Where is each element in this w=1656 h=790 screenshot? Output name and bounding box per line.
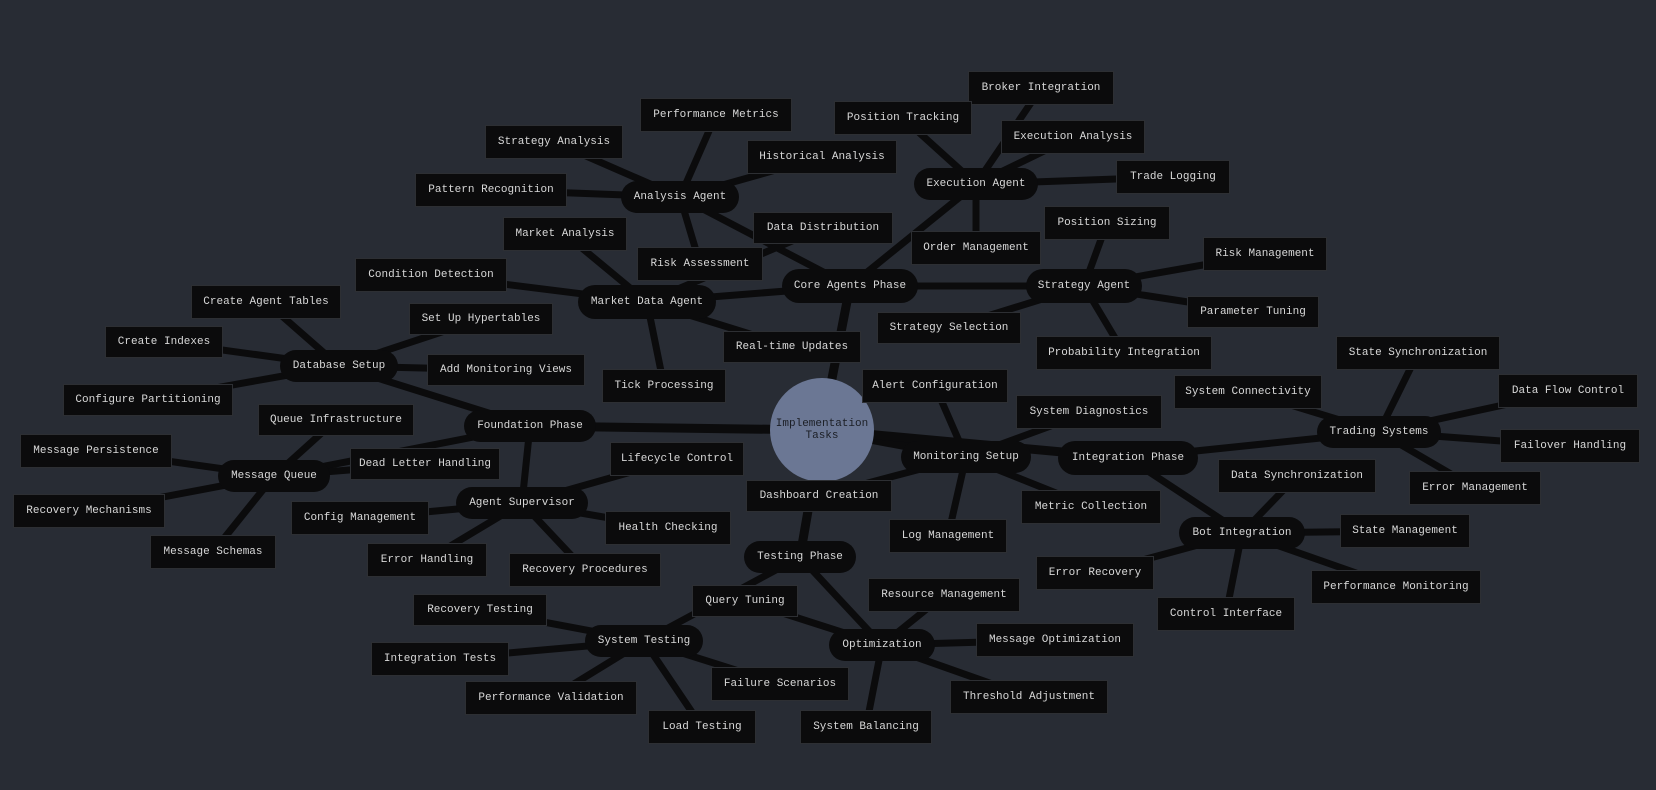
node-resource-management[interactable]: Resource Management xyxy=(868,578,1020,612)
node-real-time-updates[interactable]: Real-time Updates xyxy=(723,331,861,363)
node-integration-tests[interactable]: Integration Tests xyxy=(371,642,509,676)
node-message-queue[interactable]: Message Queue xyxy=(218,460,330,492)
node-market-analysis[interactable]: Market Analysis xyxy=(503,217,627,251)
node-strategy-agent[interactable]: Strategy Agent xyxy=(1026,269,1142,303)
node-market-data-agent[interactable]: Market Data Agent xyxy=(578,285,716,319)
node-recovery-procedures[interactable]: Recovery Procedures xyxy=(509,553,661,587)
node-condition-detection[interactable]: Condition Detection xyxy=(355,258,507,292)
node-risk-assessment[interactable]: Risk Assessment xyxy=(637,247,763,281)
node-data-synchronization[interactable]: Data Synchronization xyxy=(1218,459,1376,493)
node-monitoring-setup[interactable]: Monitoring Setup xyxy=(901,441,1031,473)
node-message-optimization[interactable]: Message Optimization xyxy=(976,623,1134,657)
node-core-agents-phase[interactable]: Core Agents Phase xyxy=(782,269,918,303)
node-trade-logging[interactable]: Trade Logging xyxy=(1116,160,1230,194)
node-order-management[interactable]: Order Management xyxy=(911,231,1041,265)
node-create-indexes[interactable]: Create Indexes xyxy=(105,326,223,358)
node-position-tracking[interactable]: Position Tracking xyxy=(834,101,972,135)
node-system-testing[interactable]: System Testing xyxy=(585,625,703,657)
node-integration-phase[interactable]: Integration Phase xyxy=(1058,441,1198,475)
node-alert-configuration[interactable]: Alert Configuration xyxy=(862,369,1008,403)
node-health-checking[interactable]: Health Checking xyxy=(605,511,731,545)
node-strategy-analysis[interactable]: Strategy Analysis xyxy=(485,125,623,159)
node-configure-partitioning[interactable]: Configure Partitioning xyxy=(63,384,233,416)
node-optimization[interactable]: Optimization xyxy=(829,629,935,661)
node-recovery-testing[interactable]: Recovery Testing xyxy=(413,594,547,626)
node-system-diagnostics[interactable]: System Diagnostics xyxy=(1016,395,1162,429)
node-error-handling[interactable]: Error Handling xyxy=(367,543,487,577)
node-execution-agent[interactable]: Execution Agent xyxy=(914,168,1038,200)
node-control-interface[interactable]: Control Interface xyxy=(1157,597,1295,631)
node-queue-infrastructure[interactable]: Queue Infrastructure xyxy=(258,404,414,436)
node-trading-systems[interactable]: Trading Systems xyxy=(1317,416,1441,448)
node-database-setup[interactable]: Database Setup xyxy=(280,350,398,382)
node-add-monitoring-views[interactable]: Add Monitoring Views xyxy=(427,354,585,386)
node-message-schemas[interactable]: Message Schemas xyxy=(150,535,276,569)
node-historical-analysis[interactable]: Historical Analysis xyxy=(747,140,897,174)
node-failure-scenarios[interactable]: Failure Scenarios xyxy=(711,667,849,701)
node-analysis-agent[interactable]: Analysis Agent xyxy=(621,181,739,213)
node-performance-validation[interactable]: Performance Validation xyxy=(465,681,637,715)
node-performance-metrics[interactable]: Performance Metrics xyxy=(640,98,792,132)
node-agent-supervisor[interactable]: Agent Supervisor xyxy=(456,487,588,519)
node-failover-handling[interactable]: Failover Handling xyxy=(1500,429,1640,463)
node-lifecycle-control[interactable]: Lifecycle Control xyxy=(610,442,744,476)
node-state-management[interactable]: State Management xyxy=(1340,514,1470,548)
node-create-agent-tables[interactable]: Create Agent Tables xyxy=(191,285,341,319)
root-node[interactable]: Implementation Tasks xyxy=(770,378,874,482)
node-execution-analysis[interactable]: Execution Analysis xyxy=(1001,120,1145,154)
node-risk-management[interactable]: Risk Management xyxy=(1203,237,1327,271)
node-system-connectivity[interactable]: System Connectivity xyxy=(1174,375,1322,409)
node-message-persistence[interactable]: Message Persistence xyxy=(20,434,172,468)
node-data-flow-control[interactable]: Data Flow Control xyxy=(1498,374,1638,408)
node-recovery-mechanisms[interactable]: Recovery Mechanisms xyxy=(13,494,165,528)
node-parameter-tuning[interactable]: Parameter Tuning xyxy=(1187,296,1319,328)
node-log-management[interactable]: Log Management xyxy=(889,519,1007,553)
node-metric-collection[interactable]: Metric Collection xyxy=(1021,490,1161,524)
node-threshold-adjustment[interactable]: Threshold Adjustment xyxy=(950,680,1108,714)
node-config-management[interactable]: Config Management xyxy=(291,501,429,535)
node-dashboard-creation[interactable]: Dashboard Creation xyxy=(746,480,892,512)
node-state-synchronization[interactable]: State Synchronization xyxy=(1336,336,1500,370)
node-tick-processing[interactable]: Tick Processing xyxy=(602,369,726,403)
node-performance-monitoring[interactable]: Performance Monitoring xyxy=(1311,570,1481,604)
node-probability-integration[interactable]: Probability Integration xyxy=(1036,336,1212,370)
node-set-up-hypertables[interactable]: Set Up Hypertables xyxy=(409,303,553,335)
node-data-distribution[interactable]: Data Distribution xyxy=(753,212,893,244)
node-broker-integration[interactable]: Broker Integration xyxy=(968,71,1114,105)
node-query-tuning[interactable]: Query Tuning xyxy=(692,585,798,617)
node-dead-letter-handling[interactable]: Dead Letter Handling xyxy=(350,448,500,480)
node-bot-integration[interactable]: Bot Integration xyxy=(1179,517,1305,549)
node-foundation-phase[interactable]: Foundation Phase xyxy=(464,410,596,442)
node-error-management[interactable]: Error Management xyxy=(1409,471,1541,505)
node-testing-phase[interactable]: Testing Phase xyxy=(744,541,856,573)
node-strategy-selection[interactable]: Strategy Selection xyxy=(877,312,1021,344)
node-pattern-recognition[interactable]: Pattern Recognition xyxy=(415,173,567,207)
node-error-recovery[interactable]: Error Recovery xyxy=(1036,556,1154,590)
node-load-testing[interactable]: Load Testing xyxy=(648,710,756,744)
node-position-sizing[interactable]: Position Sizing xyxy=(1044,206,1170,240)
node-system-balancing[interactable]: System Balancing xyxy=(800,710,932,744)
